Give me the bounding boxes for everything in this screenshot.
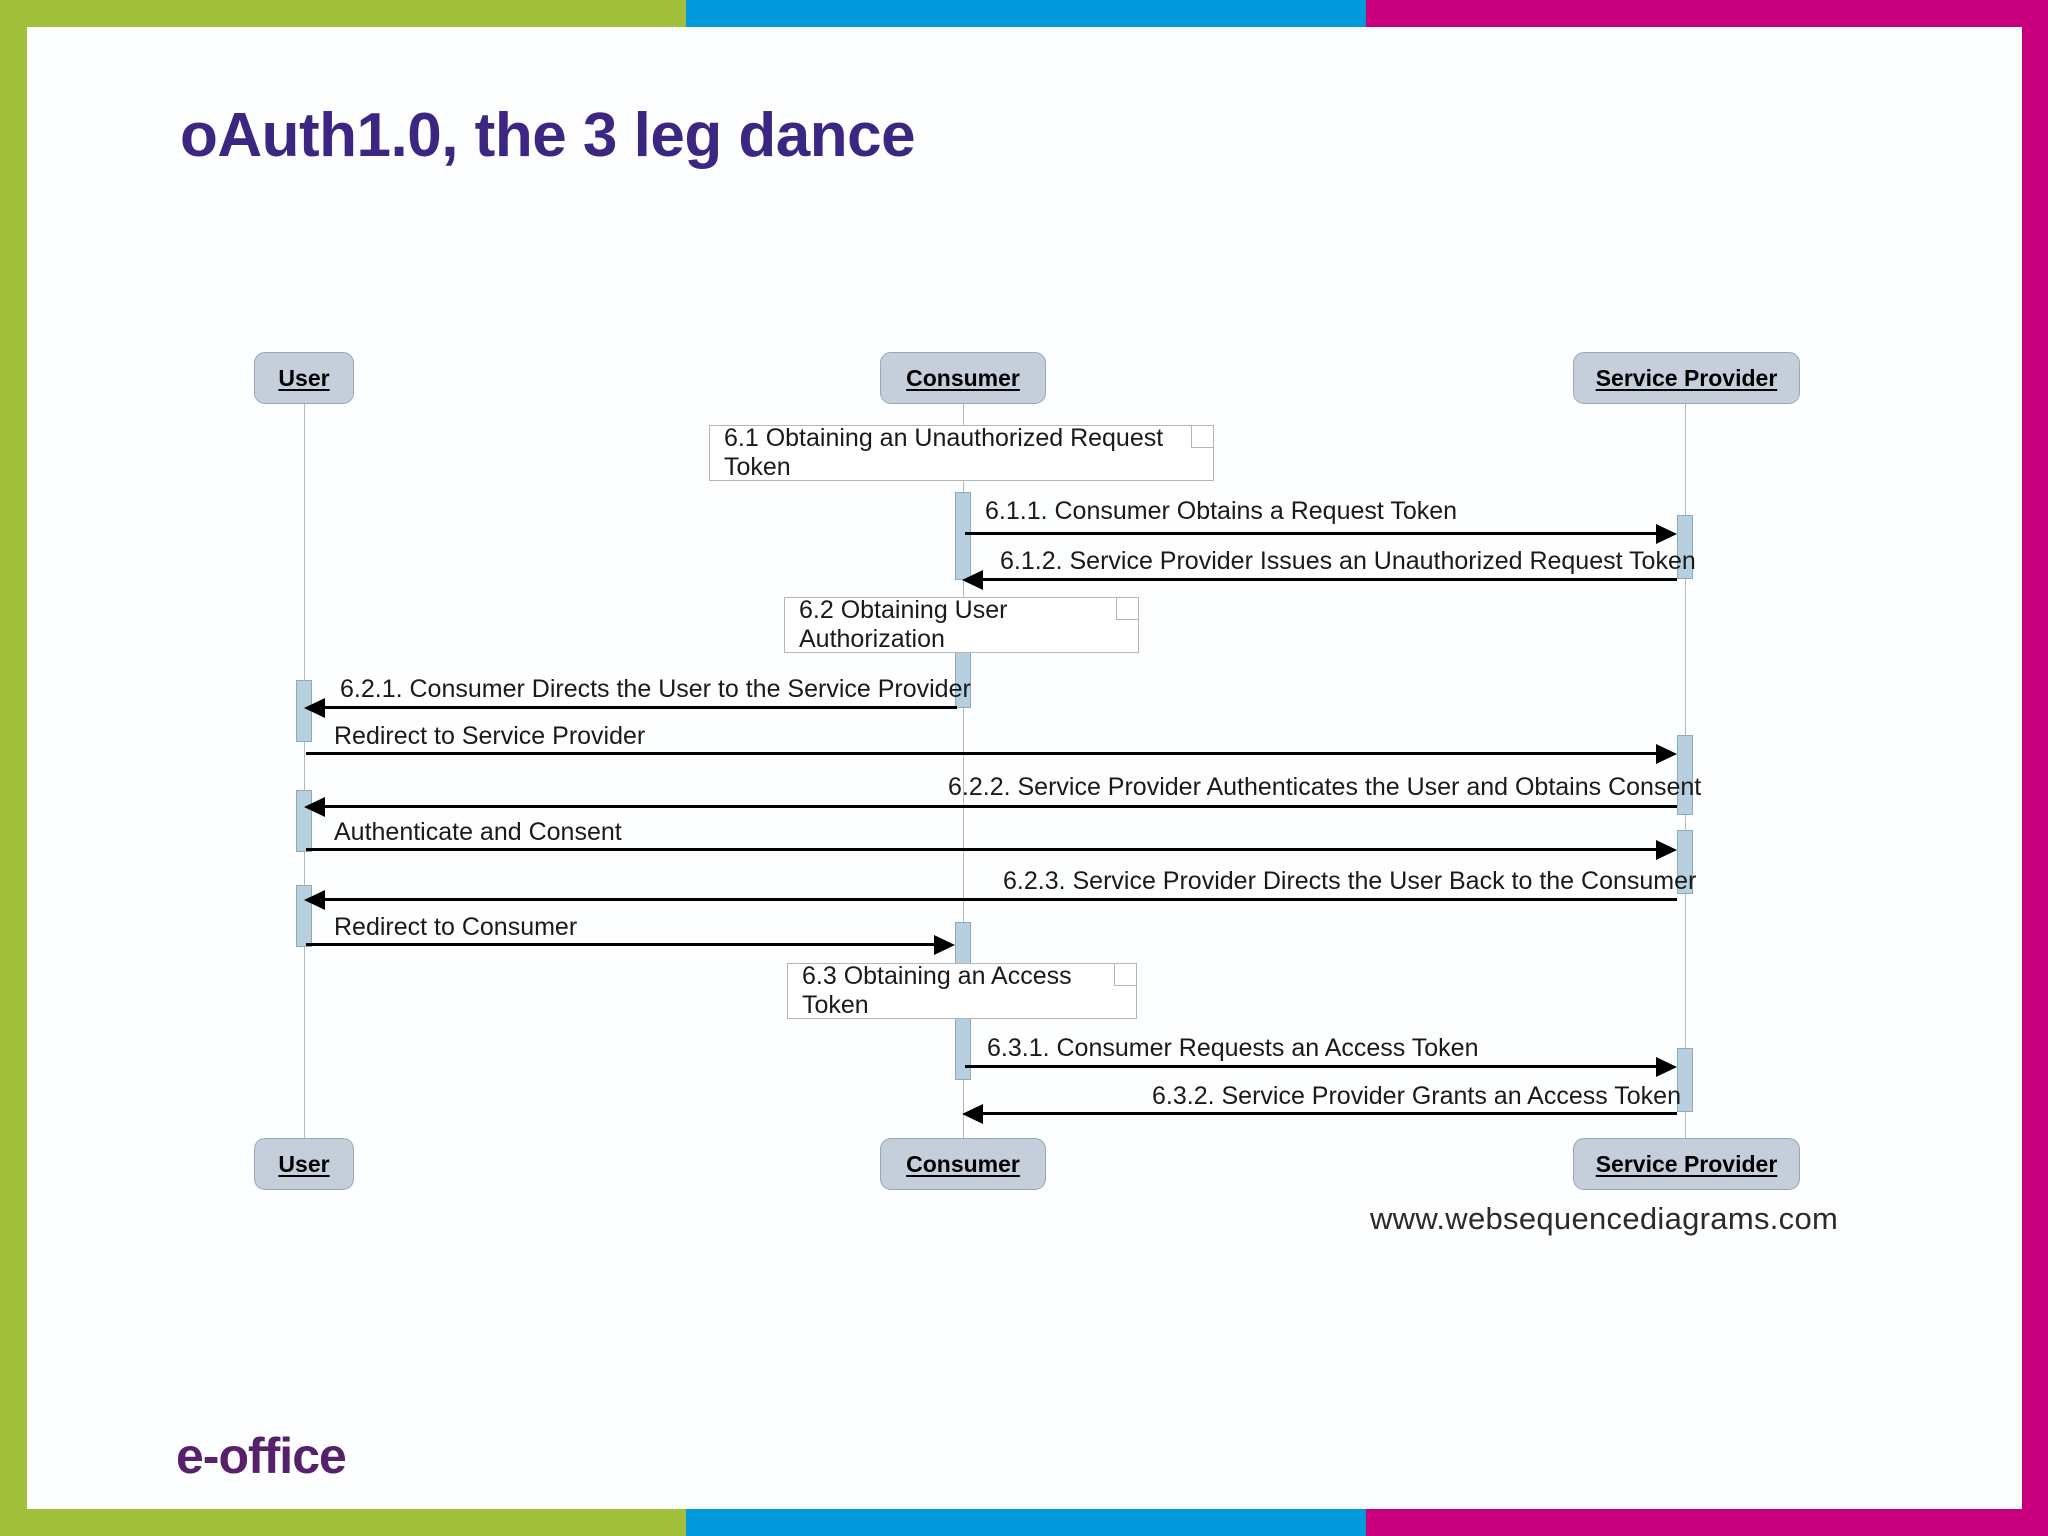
message-label-redirect-to-sp: Redirect to Service Provider	[334, 722, 646, 750]
message-label-6-1-1: 6.1.1. Consumer Obtains a Request Token	[985, 497, 1458, 525]
participant-consumer-top[interactable]: Consumer	[880, 352, 1046, 404]
message-line-authenticate-and-consent	[306, 848, 1666, 851]
note-fold-icon	[1191, 426, 1213, 448]
participant-user-top-label: User	[278, 364, 330, 391]
participant-service-provider-top[interactable]: Service Provider	[1573, 352, 1800, 404]
message-line-6-3-1	[965, 1065, 1665, 1068]
e-office-logo: e-office	[176, 1428, 347, 1484]
message-line-6-1-2	[975, 578, 1677, 581]
bottom-bar-magenta	[1366, 1509, 2048, 1536]
message-arrowhead-6-3-1	[1656, 1057, 1677, 1077]
message-arrowhead-6-3-2	[962, 1104, 983, 1124]
message-line-6-2-3	[317, 898, 1677, 901]
activation-sp-1	[1677, 515, 1693, 579]
message-line-6-3-2	[975, 1112, 1677, 1115]
message-label-6-2-3: 6.2.3. Service Provider Directs the User…	[1003, 867, 1697, 895]
message-arrowhead-6-2-2	[304, 797, 325, 817]
message-line-redirect-to-sp	[306, 752, 1666, 755]
message-arrowhead-redirect-to-sp	[1656, 744, 1677, 764]
lifeline-consumer	[963, 404, 964, 1144]
message-label-6-1-2: 6.1.2. Service Provider Issues an Unauth…	[1000, 547, 1696, 575]
note-fold-icon	[1114, 964, 1136, 986]
activation-sp-4	[1677, 1048, 1693, 1112]
participant-user-top[interactable]: User	[254, 352, 354, 404]
message-arrowhead-6-2-3	[304, 890, 325, 910]
bottom-bar-blue	[686, 1509, 1366, 1536]
top-bar-green	[0, 0, 686, 27]
message-line-6-2-2	[317, 805, 1677, 808]
participant-consumer-bottom[interactable]: Consumer	[880, 1138, 1046, 1190]
left-edge-strip	[0, 27, 27, 1509]
participant-consumer-bottom-label: Consumer	[906, 1150, 1020, 1177]
activation-sp-2	[1677, 735, 1693, 815]
participant-service-provider-bottom[interactable]: Service Provider	[1573, 1138, 1800, 1190]
activation-consumer-1	[955, 492, 971, 580]
participant-user-bottom-label: User	[278, 1150, 330, 1177]
message-arrowhead-6-1-1	[1656, 524, 1677, 544]
note-6-3: 6.3 Obtaining an Access Token	[787, 962, 1137, 1019]
watermark: www.websequencediagrams.com	[1370, 1201, 1839, 1236]
message-label-redirect-to-consumer: Redirect to Consumer	[334, 913, 578, 941]
message-line-6-1-1	[965, 532, 1665, 535]
message-arrowhead-authenticate-and-consent	[1656, 840, 1677, 860]
activation-sp-3	[1677, 830, 1693, 894]
note-6-1: 6.1 Obtaining an Unauthorized Request To…	[709, 424, 1214, 481]
note-6-1-text: 6.1 Obtaining an Unauthorized Request To…	[724, 424, 1164, 481]
participant-service-provider-bottom-label: Service Provider	[1595, 1150, 1778, 1177]
note-fold-icon	[1116, 598, 1138, 620]
lifeline-user	[304, 404, 305, 1144]
message-label-6-2-1: 6.2.1. Consumer Directs the User to the …	[340, 675, 971, 703]
right-edge-strip	[2022, 27, 2048, 1509]
slide-title: oAuth1.0, the 3 leg dance	[180, 101, 916, 170]
top-bar-magenta	[1366, 0, 2048, 27]
message-arrowhead-redirect-to-consumer	[934, 935, 955, 955]
message-arrowhead-6-1-2	[962, 570, 983, 590]
message-label-authenticate-and-consent: Authenticate and Consent	[334, 818, 622, 846]
message-label-6-3-1: 6.3.1. Consumer Requests an Access Token	[987, 1034, 1479, 1062]
note-6-2-text: 6.2 Obtaining User Authorization	[799, 596, 1008, 653]
note-6-3-text: 6.3 Obtaining an Access Token	[802, 962, 1072, 1019]
message-line-redirect-to-consumer	[306, 943, 946, 946]
message-label-6-3-2: 6.3.2. Service Provider Grants an Access…	[1152, 1082, 1681, 1110]
top-bar-blue	[686, 0, 1366, 27]
message-label-6-2-2: 6.2.2. Service Provider Authenticates th…	[948, 773, 1702, 801]
bottom-bar-green	[0, 1509, 686, 1536]
participant-consumer-top-label: Consumer	[906, 364, 1020, 391]
message-line-6-2-1	[317, 706, 957, 709]
message-arrowhead-6-2-1	[304, 698, 325, 718]
participant-user-bottom[interactable]: User	[254, 1138, 354, 1190]
participant-service-provider-top-label: Service Provider	[1595, 364, 1778, 391]
note-6-2: 6.2 Obtaining User Authorization	[784, 596, 1139, 653]
